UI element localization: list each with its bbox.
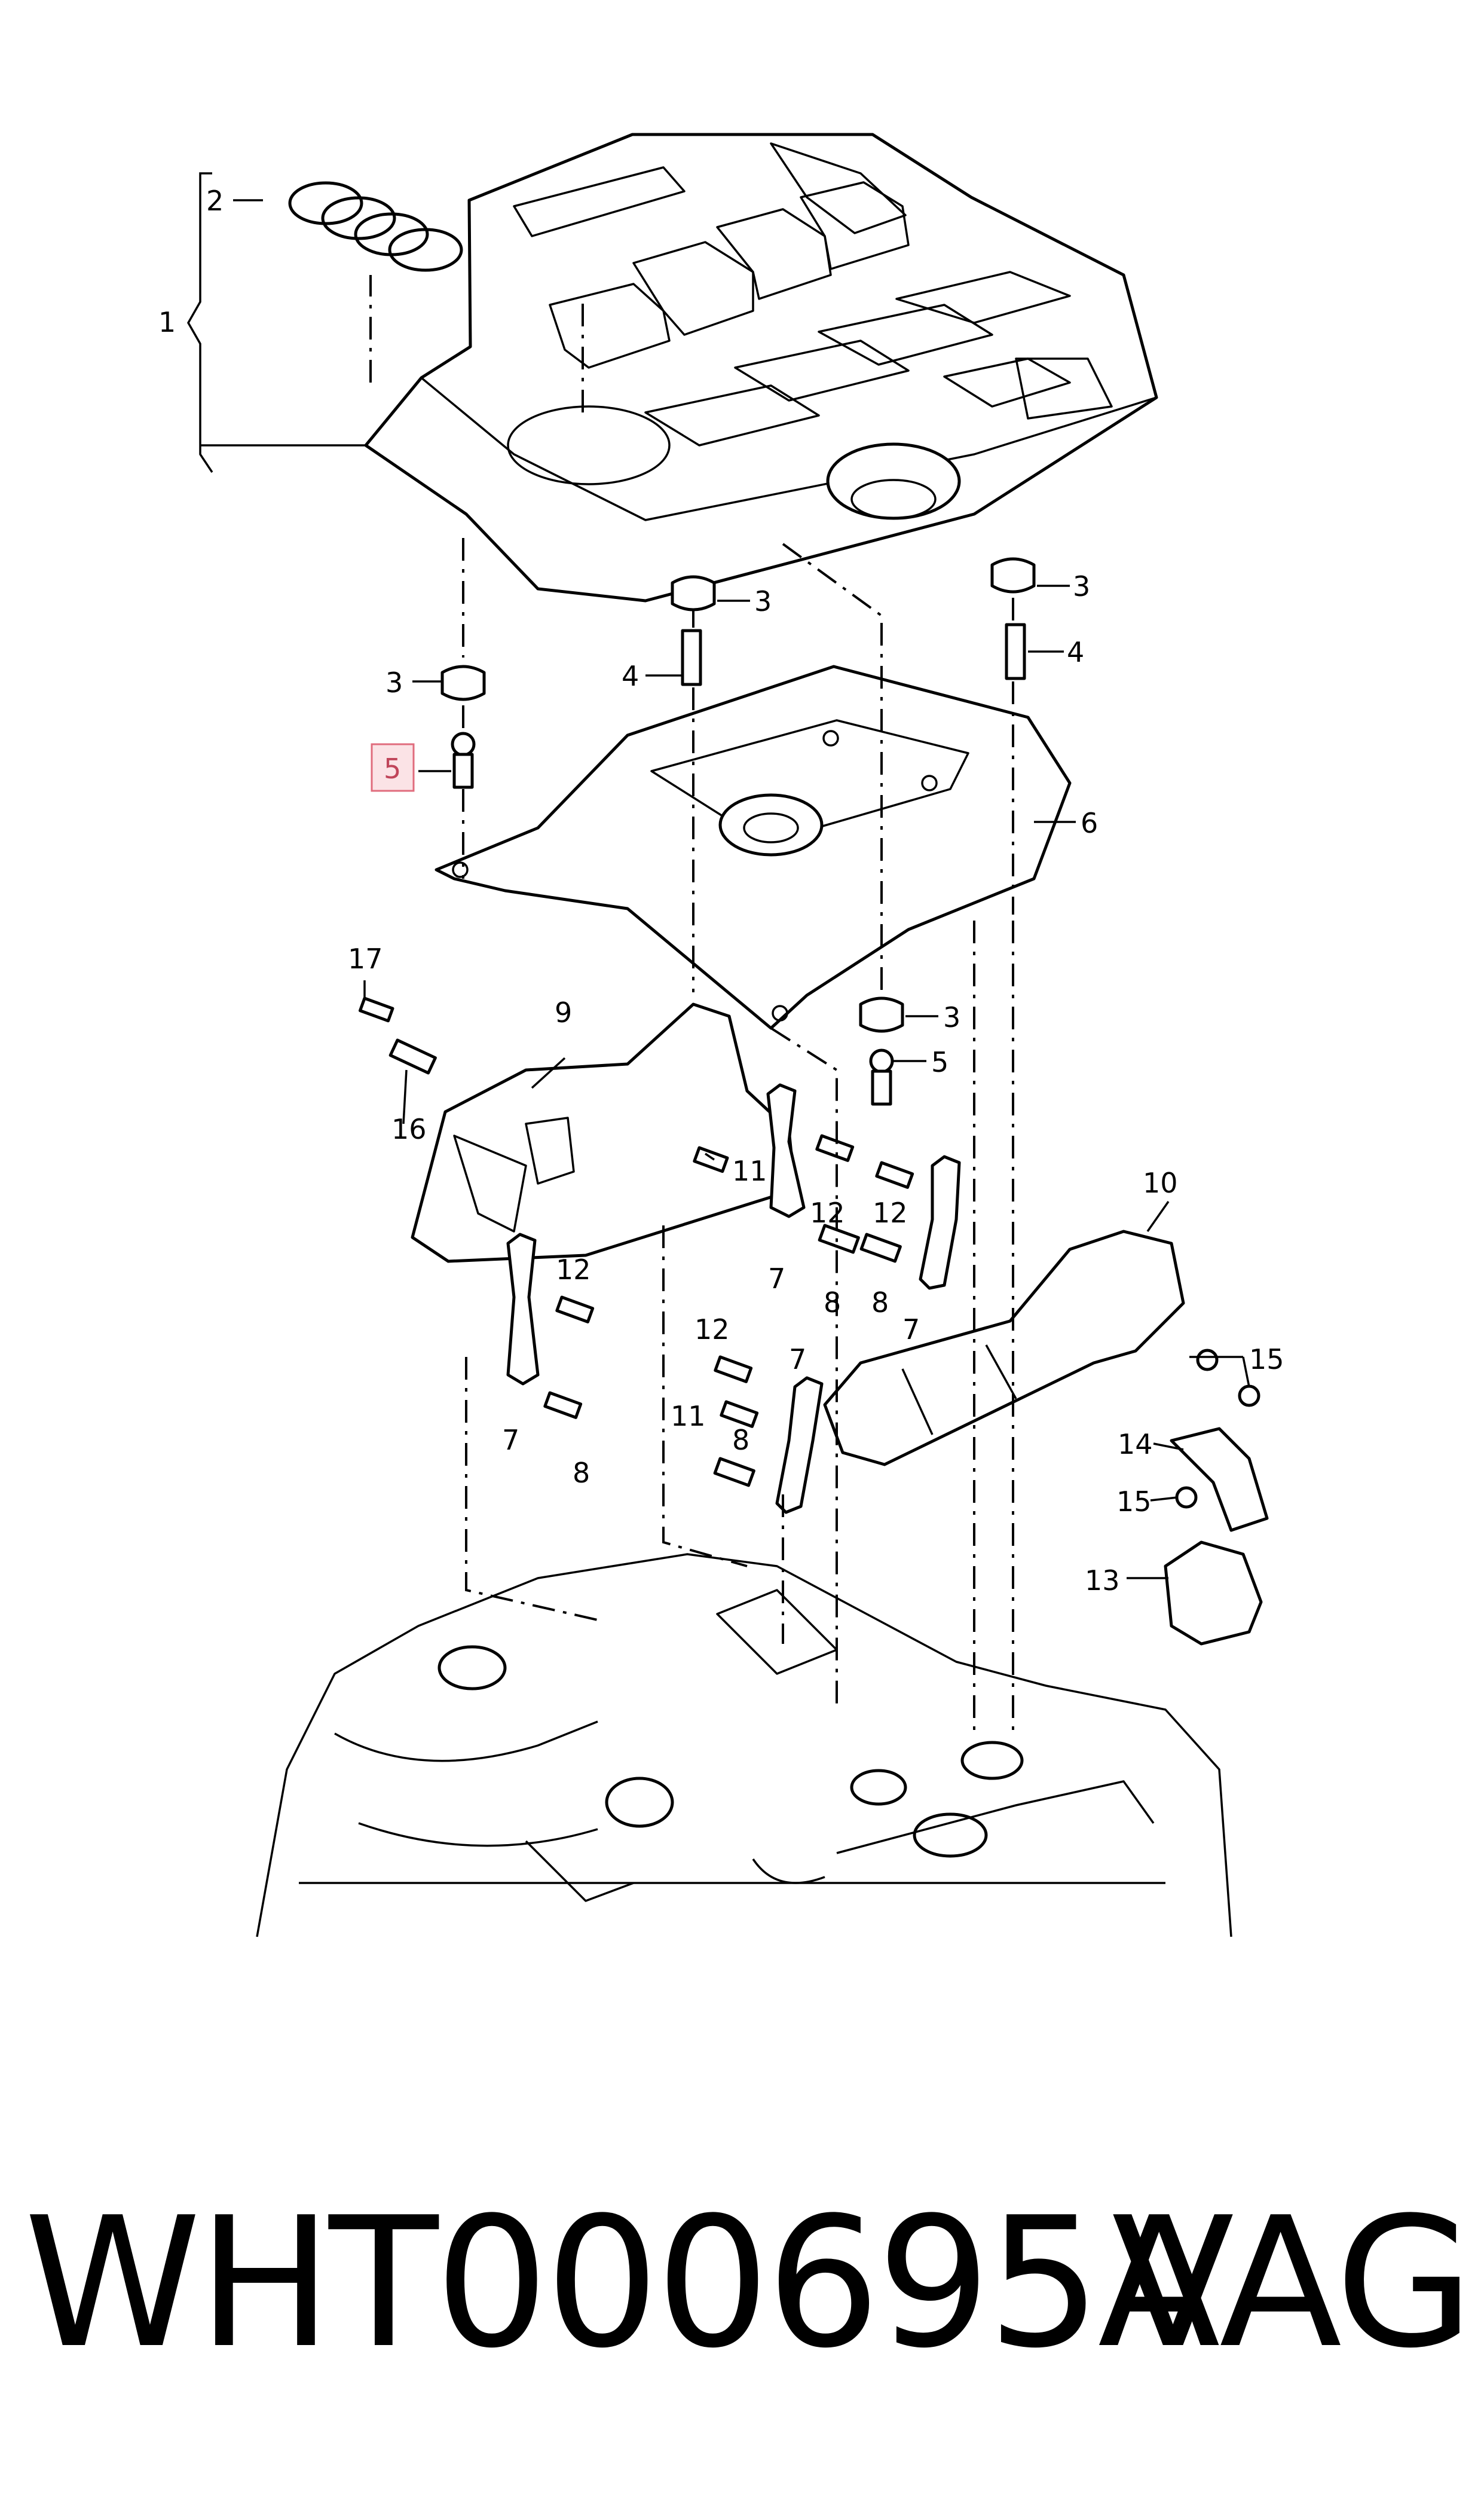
callout-7: 7 [789,1343,806,1375]
callout-14: 14 [1118,1428,1153,1460]
callout-1-bracket [186,172,365,473]
heat-shield-right [823,1230,1185,1466]
callout-4: 4 [1067,636,1084,668]
engine-block [256,1553,1232,1937]
callout-17: 17 [348,943,383,975]
exploded-parts-diagram: 1 2 3 3 3 3 4 4 5 5 6 7 7 7 7 8 8 8 8 9 … [158,133,1284,1937]
heat-shield-left [411,1002,797,1263]
callout-15: 15 [1249,1343,1284,1375]
callout-12: 12 [873,1197,908,1229]
callout-3: 3 [943,1001,960,1034]
rubber-mountings [440,557,1036,1033]
callout-7: 7 [502,1424,519,1456]
callout-3: 3 [1073,570,1090,603]
bolts [358,996,1260,1509]
callout-8: 8 [871,1286,889,1319]
cover-bracket [435,665,1072,1030]
callout-8: 8 [732,1424,749,1456]
callout-6: 6 [1081,807,1098,839]
callout-3: 3 [754,585,772,617]
callout-8: 8 [824,1286,841,1319]
callout-8: 8 [573,1457,590,1489]
callout-13: 13 [1085,1564,1120,1597]
highlight-box-5 [371,743,415,792]
callout-11: 11 [732,1155,767,1187]
callout-labels: 1 2 3 3 3 3 4 4 5 5 6 7 7 7 7 8 8 8 8 9 … [158,185,1284,1597]
callout-7: 7 [768,1262,785,1295]
callout-1: 1 [158,306,176,338]
rings-emblem [288,181,463,272]
callout-16: 16 [391,1113,427,1145]
callout-7: 7 [902,1313,920,1346]
callout-12: 12 [556,1254,591,1286]
callout-2: 2 [206,185,224,217]
callout-4: 4 [622,660,639,692]
callout-5: 5 [931,1046,948,1078]
part-number: WHT000695A [24,2179,1220,2387]
assembly-lines [369,275,1014,1734]
callout-9: 9 [555,996,572,1029]
brand-name: VAG [1112,2179,1474,2387]
callout-12: 12 [810,1197,845,1229]
ball-studs [451,623,1026,1106]
callout-11: 11 [671,1400,706,1432]
callout-3: 3 [385,667,403,699]
small-brackets [1164,1427,1269,1646]
callout-10: 10 [1143,1167,1178,1199]
callout-12: 12 [694,1313,730,1346]
callout-5-highlighted: 5 [384,753,401,785]
engine-cover [364,133,1158,603]
support-stays [506,1083,961,1514]
leader-lines [363,585,1250,1579]
callout-15: 15 [1116,1485,1152,1518]
footer-caption: WHT000695AVAG [24,2176,1474,2391]
